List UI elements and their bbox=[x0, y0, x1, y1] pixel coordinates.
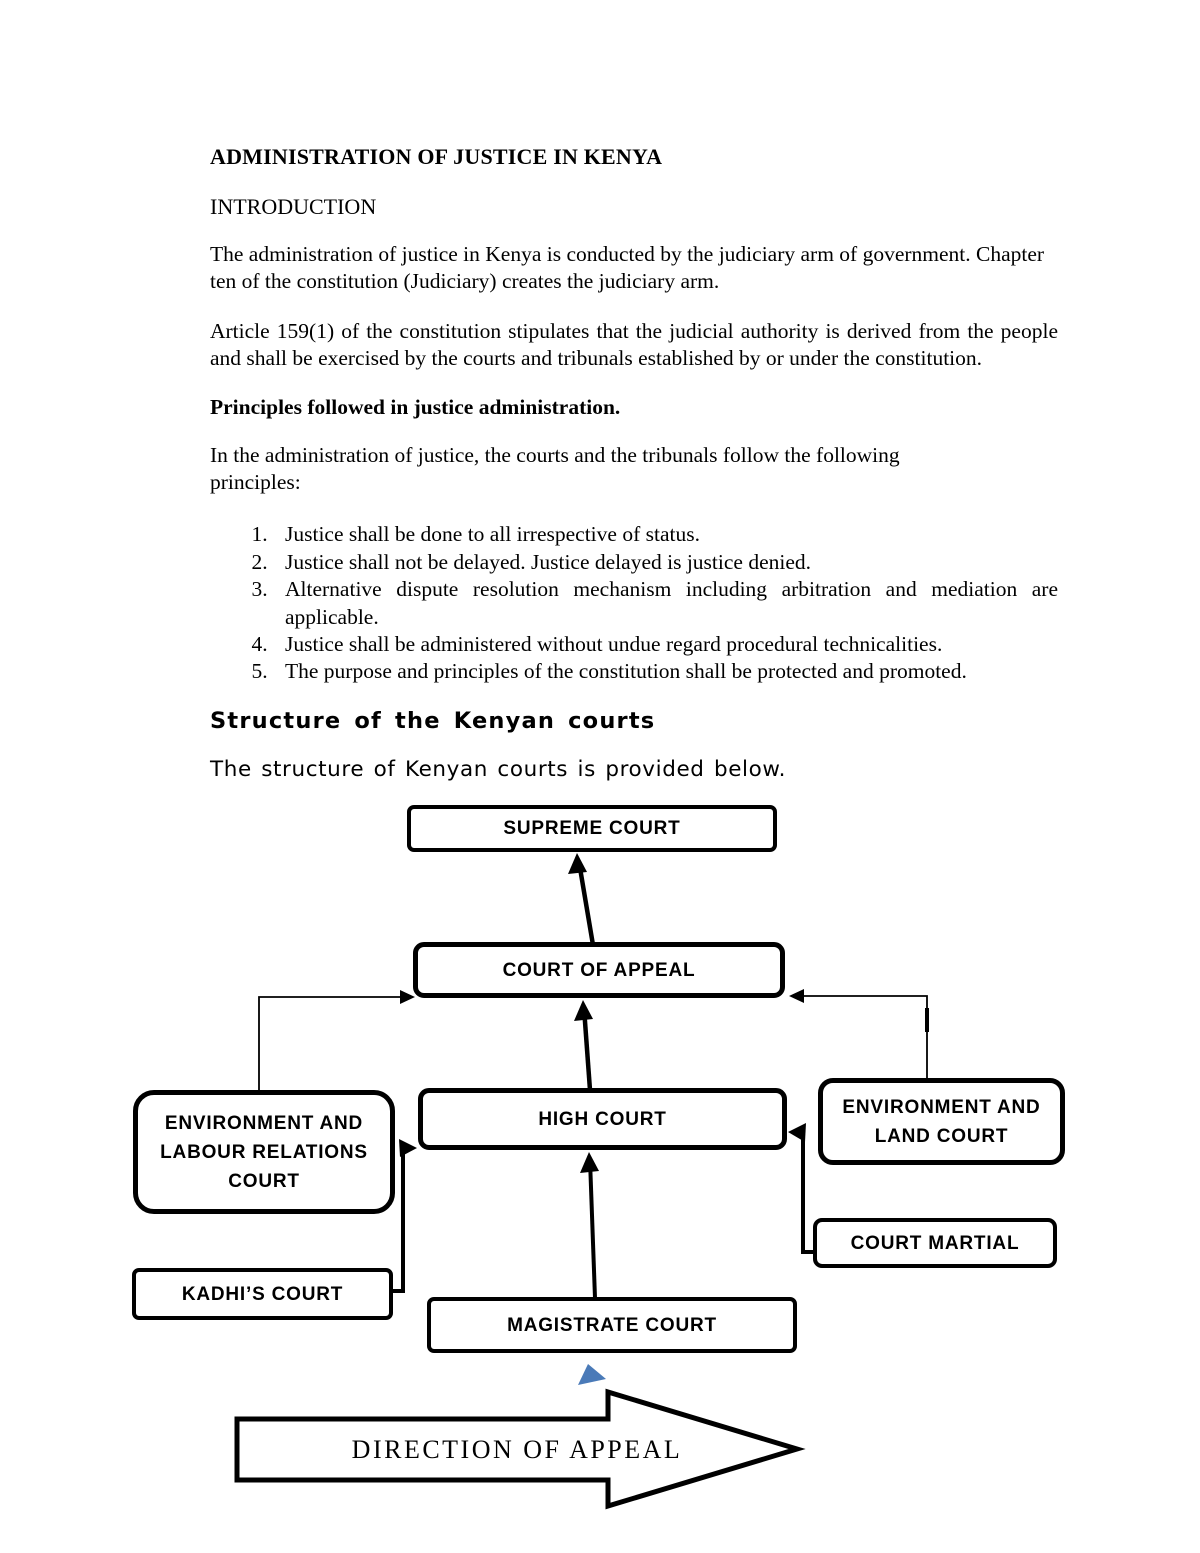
document-body: ADMINISTRATION OF JUSTICE IN KENYA INTRO… bbox=[210, 144, 1058, 782]
node-kadhis-court: KADHI’S COURT bbox=[132, 1268, 393, 1320]
paragraph-article-159: Article 159(1) of the constitution stipu… bbox=[210, 318, 1058, 371]
arrowhead-appeal-to-supreme bbox=[568, 853, 587, 874]
direction-of-appeal-label: DIRECTION OF APPEAL bbox=[351, 1434, 683, 1464]
arrow-elrc-to-appeal bbox=[258, 996, 404, 1090]
node-supreme-court: SUPREME COURT bbox=[407, 805, 777, 852]
arrowhead-kadhi-to-high bbox=[399, 1139, 417, 1157]
node-court-of-appeal: COURT OF APPEAL bbox=[413, 942, 785, 998]
principle-item: Justice shall be administered without un… bbox=[273, 631, 1058, 658]
direction-of-appeal-arrow-shape bbox=[234, 1388, 806, 1510]
arrowhead-elrc-to-appeal bbox=[400, 990, 415, 1004]
arrowhead-elc-to-appeal bbox=[789, 989, 804, 1003]
node-label: ENVIRONMENT AND LAND COURT bbox=[842, 1096, 1041, 1147]
arrowhead-magistrate-to-high bbox=[580, 1152, 599, 1173]
structure-heading: Structure of the Kenyan courts bbox=[210, 707, 656, 734]
principle-item: The purpose and principles of the consti… bbox=[273, 658, 1058, 685]
principle-item: Justice shall be done to all irrespectiv… bbox=[273, 521, 1058, 548]
principle-item: Alternative dispute resolution mechanism… bbox=[273, 576, 1058, 631]
node-magistrate-court: MAGISTRATE COURT bbox=[427, 1297, 797, 1353]
document-title: ADMINISTRATION OF JUSTICE IN KENYA bbox=[210, 144, 663, 169]
blue-up-arrow-icon bbox=[578, 1364, 606, 1385]
node-high-court: HIGH COURT bbox=[418, 1088, 787, 1150]
node-court-martial: COURT MARTIAL bbox=[813, 1218, 1057, 1268]
structure-intro: The structure of Kenyan courts is provid… bbox=[210, 756, 787, 782]
arrow-magistrate-to-high bbox=[588, 1159, 597, 1299]
paragraph-judiciary-arm: The administration of justice in Kenya i… bbox=[210, 242, 1045, 294]
node-label: KADHI’S COURT bbox=[181, 1283, 344, 1305]
principles-heading: Principles followed in justice administr… bbox=[210, 394, 621, 419]
arrow-high-to-appeal bbox=[581, 1007, 593, 1091]
arrowhead-high-to-appeal bbox=[574, 1000, 593, 1021]
node-label: ENVIRONMENT AND LABOUR RELATIONS COURT bbox=[160, 1112, 368, 1192]
node-label: MAGISTRATE COURT bbox=[507, 1314, 717, 1336]
node-label: HIGH COURT bbox=[538, 1108, 667, 1130]
arrow-appeal-to-supreme bbox=[576, 861, 596, 946]
node-environment-and-land-court: ENVIRONMENT AND LAND COURT bbox=[818, 1078, 1065, 1165]
principle-item: Justice shall not be delayed. Justice de… bbox=[273, 549, 1058, 576]
arrow-martial-to-high bbox=[799, 1131, 814, 1254]
node-environment-and-labour-relations-court: ENVIRONMENT AND LABOUR RELATIONS COURT bbox=[133, 1090, 395, 1214]
principles-list: Justice shall be done to all irrespectiv… bbox=[210, 521, 1058, 685]
arrow-elc-to-appeal bbox=[800, 995, 928, 1080]
principles-intro: In the administration of justice, the co… bbox=[210, 442, 900, 495]
introduction-heading: INTRODUCTION bbox=[210, 194, 377, 219]
node-label: COURT MARTIAL bbox=[850, 1232, 1020, 1254]
arrowhead-martial-to-high bbox=[788, 1123, 806, 1142]
node-label: COURT OF APPEAL bbox=[502, 959, 696, 981]
node-label: SUPREME COURT bbox=[503, 818, 681, 839]
